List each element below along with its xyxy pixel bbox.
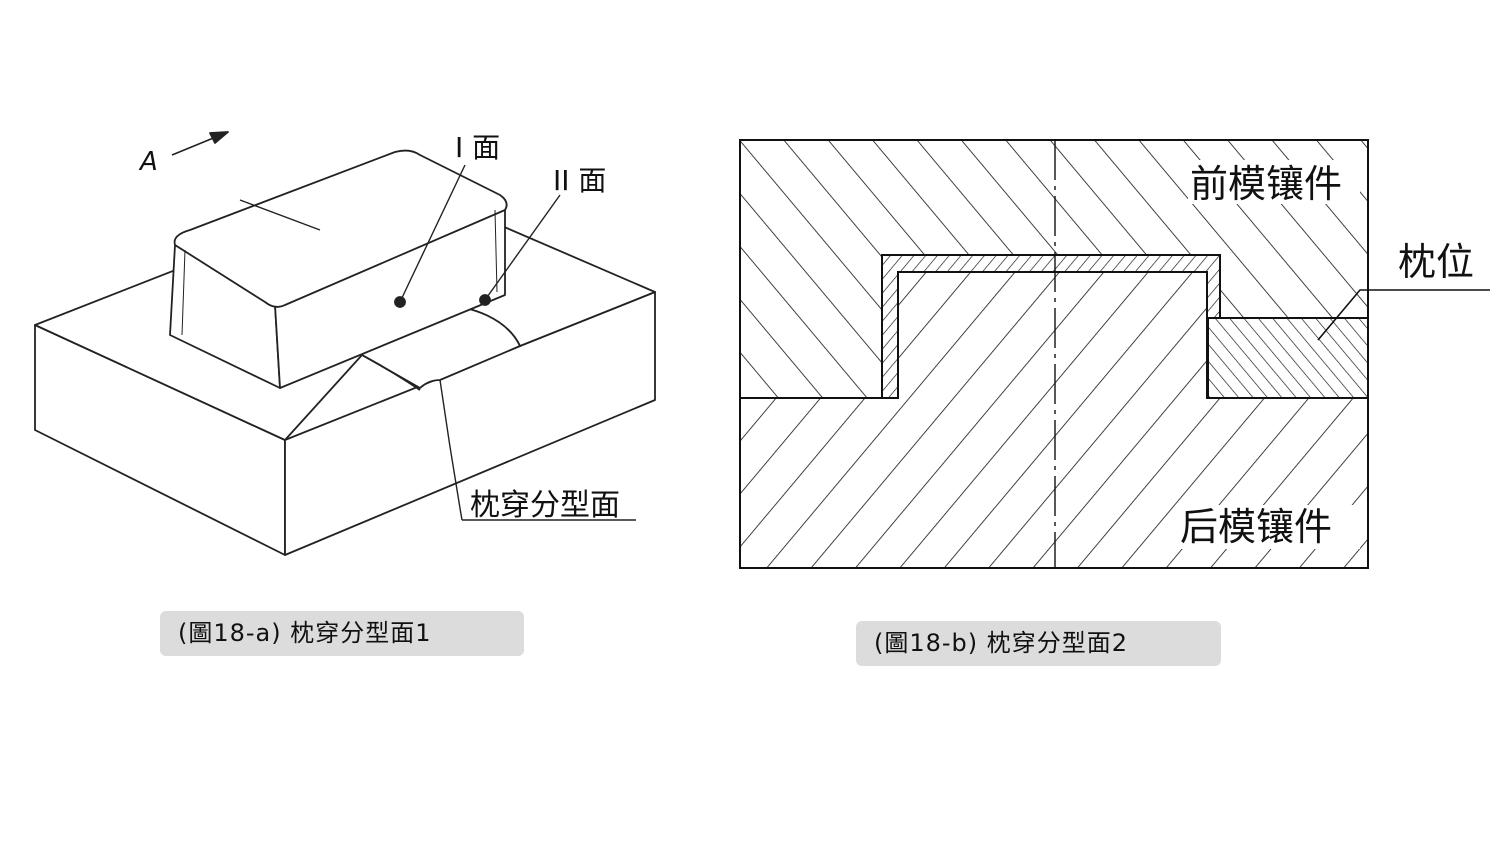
face-2-marker	[479, 294, 491, 306]
section-line	[239, 199, 321, 231]
block-top-face	[173, 149, 508, 308]
face-1-label: I 面	[455, 131, 500, 164]
front-insert-label: 前模镶件	[1190, 162, 1342, 206]
arrow-head-icon	[209, 131, 229, 144]
face-1-marker	[394, 296, 406, 308]
back-insert-label: 后模镶件	[1180, 505, 1332, 549]
figure-b-section	[739, 139, 1490, 569]
caption-figure-a: (圖18-a) 枕穿分型面1	[160, 611, 524, 656]
figure-a-isometric	[34, 131, 656, 556]
face-2-label: II 面	[553, 164, 606, 197]
pillow-label: 枕位	[1398, 240, 1474, 284]
pillow-leader-line	[1317, 289, 1490, 341]
parting-leader-line	[439, 379, 463, 521]
view-arrow-label: A	[138, 147, 158, 177]
parting-surface-label: 枕穿分型面	[470, 488, 620, 523]
pillow-region	[1207, 317, 1369, 399]
caption-figure-b: (圖18-b) 枕穿分型面2	[856, 621, 1221, 666]
